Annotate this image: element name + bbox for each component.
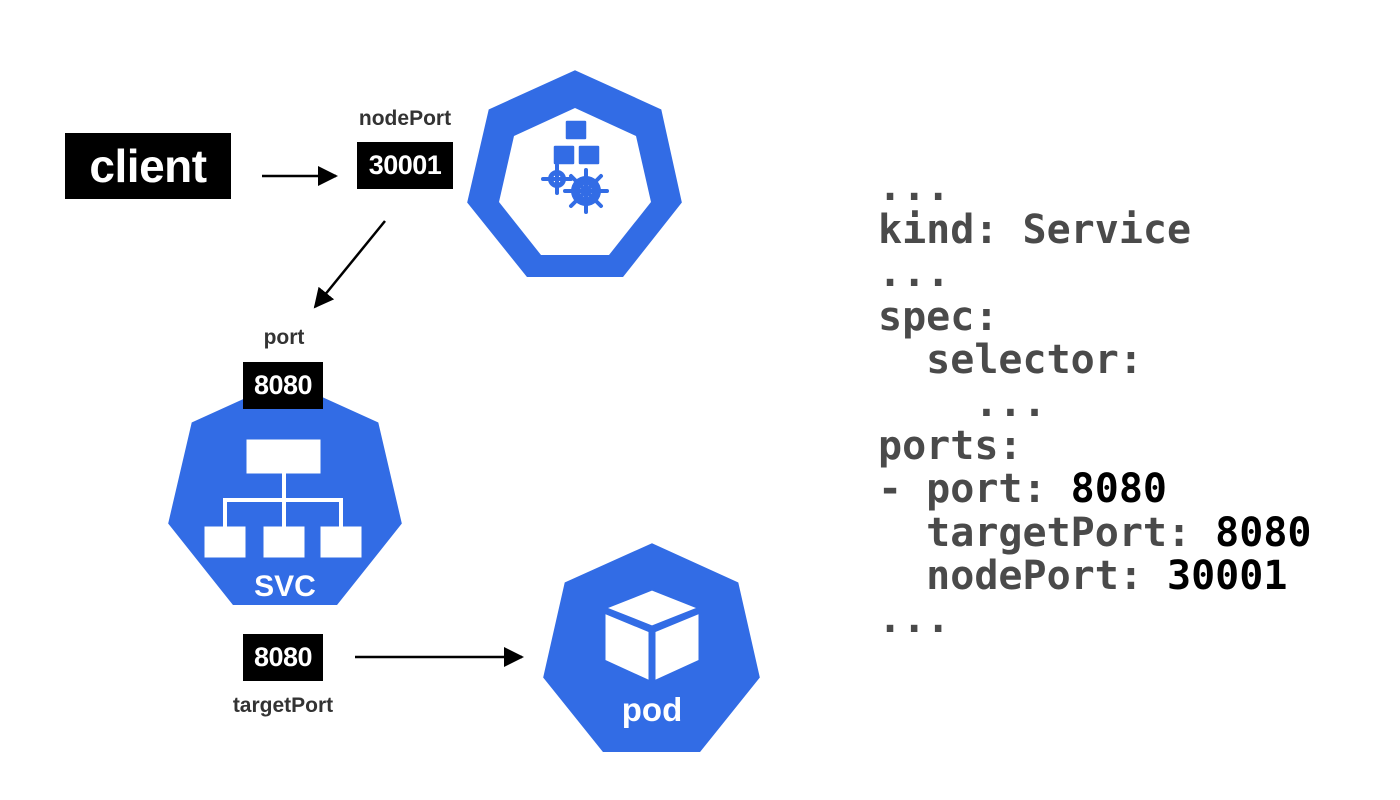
yaml-line: - port: 8080: [878, 468, 1311, 511]
service-port-value-box: 8080: [243, 362, 323, 409]
yaml-line: kind: Service: [878, 209, 1311, 252]
node-port-value-box: 30001: [357, 142, 453, 189]
yaml-key: ...: [878, 164, 951, 210]
yaml-key: ...: [878, 379, 1047, 426]
yaml-key: spec:: [878, 293, 999, 340]
service-port-value: 8080: [253, 370, 313, 400]
node-port-label: nodePort: [358, 107, 452, 130]
yaml-key: ...: [878, 595, 951, 642]
yaml-value: 8080: [1215, 509, 1312, 556]
yaml-key: ports:: [878, 423, 1023, 470]
k8s-node-icon: [463, 66, 686, 281]
arrow-nodeport-to-service: [313, 220, 386, 309]
service-label: SVC: [254, 570, 316, 603]
yaml-line: ...: [878, 164, 1311, 210]
client-label: client: [89, 140, 207, 192]
yaml-key: selector:: [878, 336, 1143, 383]
k8s-svc-icon: [164, 376, 406, 609]
yaml-line: ports:: [878, 425, 1311, 468]
target-port-label: targetPort: [232, 694, 334, 717]
yaml-key: ...: [878, 250, 951, 297]
yaml-line: ...: [878, 595, 1311, 642]
yaml-line: nodePort: 30001: [878, 552, 1311, 599]
yaml-line: ...: [878, 252, 1311, 295]
yaml-line: targetPort: 8080: [878, 509, 1312, 556]
yaml-key: - port:: [878, 466, 1071, 513]
yaml-line: spec:: [878, 293, 1311, 340]
client-box: client: [65, 133, 231, 199]
node-label: node: [537, 223, 613, 258]
yaml-key: targetPort:: [878, 509, 1216, 556]
service-yaml: ...kind: Service...spec: selector: ...po…: [878, 164, 1312, 642]
target-port-value-box: 8080: [243, 634, 323, 681]
yaml-value: 30001: [1166, 552, 1288, 599]
yaml-key: nodePort:: [878, 552, 1167, 599]
yaml-line: ...: [878, 379, 1311, 426]
node-port-value: 30001: [368, 150, 442, 180]
target-port-value: 8080: [253, 642, 313, 672]
yaml-key: kind: Service: [878, 207, 1192, 254]
yaml-value: 8080: [1070, 466, 1167, 513]
pod-label: pod: [621, 691, 683, 728]
service-port-label: port: [263, 326, 305, 349]
k8s-pod-icon: [539, 539, 764, 756]
yaml-line: selector:: [878, 336, 1311, 383]
